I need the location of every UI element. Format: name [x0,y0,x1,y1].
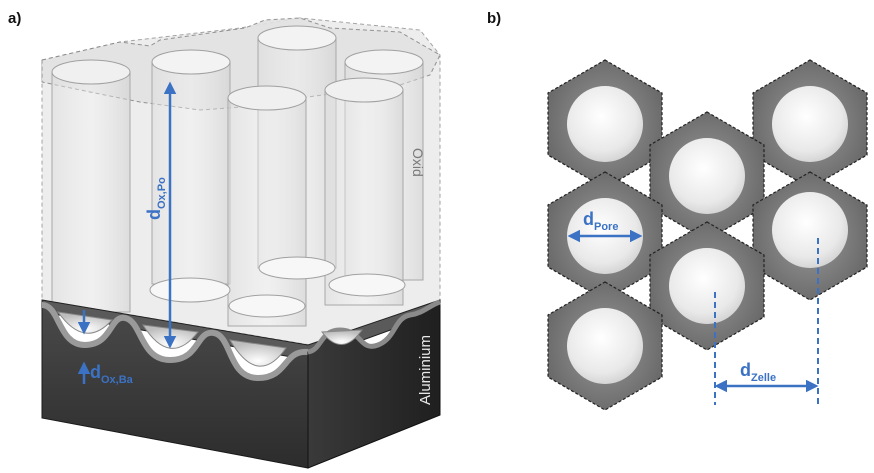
pore-diameter-label: dPore [583,209,618,233]
hex-cell [547,281,663,411]
barrier-sub: Ox,Ba [101,374,134,386]
aluminium-substrate [41,299,441,469]
aluminium-label: Aluminium [417,335,434,405]
cell-size-main: d [740,360,751,380]
panel-a: a) [8,10,441,469]
pore-depth-main: d [144,209,164,220]
pore-tube [324,77,404,306]
hex-cell [649,221,765,351]
oxide-label: Oxid [410,148,426,177]
honeycomb [547,59,868,411]
barrier-label: dOx,Ba [90,362,134,386]
pore-tube [151,49,231,285]
hex-cell [752,171,868,301]
panel-b: b) [487,10,868,411]
pore-tube [227,85,307,327]
hex-cell [752,59,868,189]
panel-a-label: a) [8,10,21,27]
panel-b-label: b) [487,10,501,27]
pore-tube [51,59,131,313]
pore-depth-sub: Ox,Po [156,177,168,209]
cell-size-label: dZelle [740,360,776,384]
cell-size-sub: Zelle [751,372,776,384]
pore-diameter-sub: Pore [594,221,618,233]
pore-diameter-main: d [583,209,594,229]
hex-cell [649,111,765,241]
barrier-main: d [90,362,101,382]
hex-cell [547,59,663,189]
pore-depth-label: dOx,Po [144,177,168,220]
